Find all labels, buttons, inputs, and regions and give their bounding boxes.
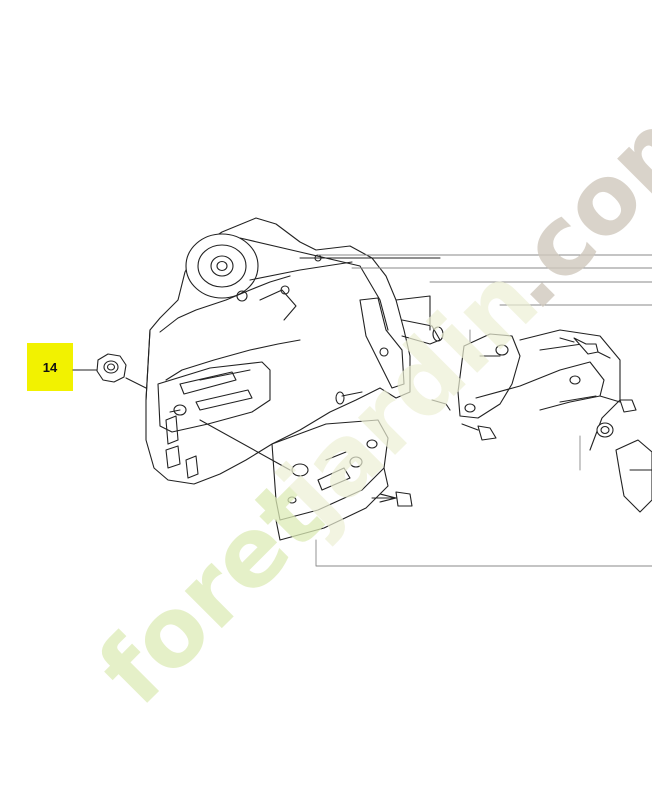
housing-cover <box>145 217 431 485</box>
guide-studs <box>299 257 444 405</box>
brake-guard-assembly <box>457 329 652 513</box>
part-number-highlight <box>27 343 73 391</box>
guard-screws <box>431 337 637 441</box>
plate-screw <box>371 491 413 507</box>
reference-lines <box>315 254 652 567</box>
tension-plate <box>169 409 389 541</box>
part-number-label: 14 <box>42 359 58 375</box>
